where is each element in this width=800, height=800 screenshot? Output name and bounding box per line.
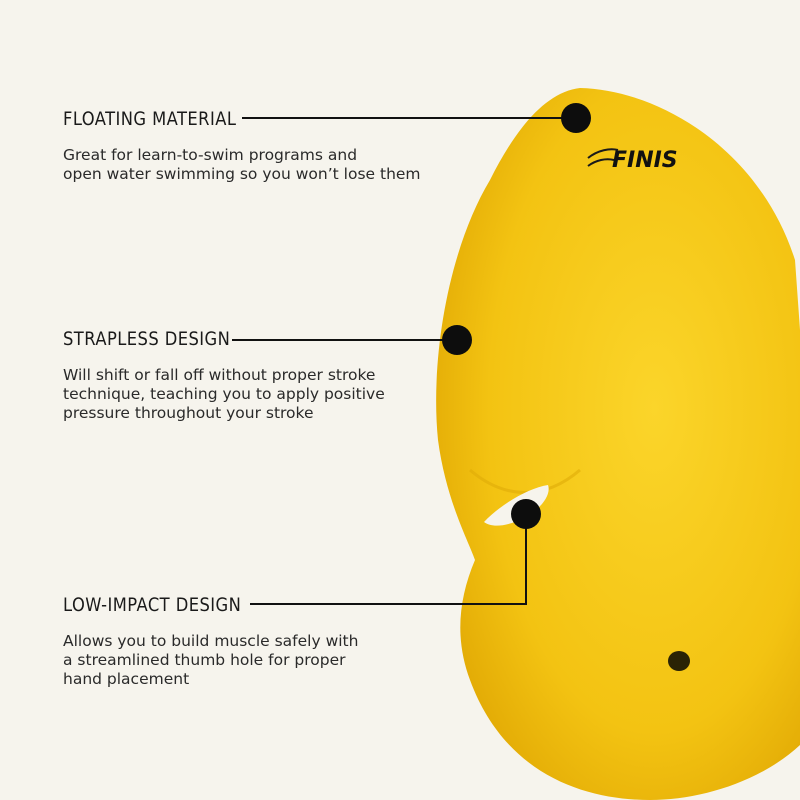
paddle-crease [469,468,581,494]
feature-floating-material: FLOATING MATERIAL Great for learn-to-swi… [63,108,421,184]
marker-dot-strapless [442,325,472,355]
marker-dot-low-impact [511,499,541,529]
feature-title: STRAPLESS DESIGN [63,328,231,350]
feature-strapless-design: STRAPLESS DESIGN Will shift or fall off … [63,328,385,423]
feature-description: Allows you to build muscle safely with a… [63,632,359,688]
hand-paddle [436,88,800,800]
feature-description: Will shift or fall off without proper st… [63,366,385,422]
logo-text: FINIS [612,148,678,173]
peg-hole [668,651,690,671]
finis-logo: FINIS [587,148,678,173]
feature-title: FLOATING MATERIAL [63,108,237,130]
feature-low-impact-design: LOW-IMPACT DESIGN Allows you to build mu… [63,594,358,689]
callout-line-low-impact [250,514,527,605]
feature-description: Great for learn-to-swim programs and ope… [63,146,421,183]
marker-dot-floating [561,103,591,133]
feature-title: LOW-IMPACT DESIGN [63,594,242,616]
